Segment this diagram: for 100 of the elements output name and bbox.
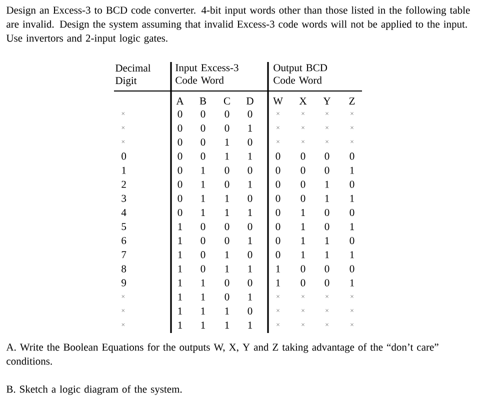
table-cell: 1: [225, 138, 229, 146]
table-cell: 0: [200, 265, 206, 272]
table-cell: 1: [225, 322, 229, 329]
table-cell: 1: [225, 308, 229, 314]
table-cell: 1: [301, 209, 305, 216]
table-cell: 0: [276, 223, 280, 230]
table-cell: 1: [325, 180, 329, 188]
table-cell: 1: [178, 322, 182, 329]
table-cell: 0: [350, 180, 354, 188]
table-cell: 8: [122, 265, 126, 272]
table-cell: 1: [248, 322, 252, 329]
table-cell: 0: [178, 180, 182, 188]
table-cell: 0: [224, 279, 230, 286]
table-cell: 0: [350, 152, 354, 160]
table-cell: 1: [350, 251, 354, 258]
table-cell: 1: [276, 279, 280, 286]
table-cell: 0: [324, 279, 330, 286]
table-cell: 0: [224, 293, 230, 300]
table-cell: 1: [301, 237, 305, 244]
table-cell: 1: [248, 152, 252, 160]
table-cell: 0: [248, 138, 252, 146]
table-cell: 1: [301, 251, 305, 258]
table-cell: 0: [324, 166, 330, 174]
table-cell: 0: [200, 251, 206, 258]
column-header: B: [200, 98, 206, 104]
table-cell: 0: [224, 180, 230, 188]
table-cell: 0: [224, 166, 230, 174]
table-cell: 1: [225, 209, 229, 216]
table-cell: 0: [248, 166, 252, 174]
table-cell: 1: [201, 293, 205, 300]
table-cell: 2: [122, 180, 126, 188]
table-cell: 0: [224, 237, 230, 244]
table-cell: 1: [248, 124, 252, 132]
table-cell: 4: [121, 209, 126, 216]
table-cell: 1: [350, 279, 354, 286]
table-cell: 1: [201, 166, 205, 174]
table-cell: 1: [325, 194, 329, 202]
table-cell: 0: [300, 166, 306, 174]
table-cell: 0: [324, 265, 330, 272]
table-cell: 0: [248, 307, 252, 315]
table-cell: 1: [178, 279, 182, 286]
table-cell: 1: [178, 251, 182, 258]
table-cell: 1: [248, 293, 252, 300]
table-cell: 0: [178, 166, 182, 174]
table-cell: 0: [300, 265, 306, 272]
table-cell: 0: [178, 152, 182, 160]
table-cell: 1: [248, 237, 252, 244]
table-cell: 0: [350, 237, 354, 244]
table-cell: 0: [276, 194, 280, 202]
table-cell: 0: [178, 194, 182, 202]
table-cell: 1: [201, 209, 205, 216]
table-cell: 0: [324, 152, 330, 160]
table-cell: 1: [325, 251, 329, 258]
table-cell: 1: [248, 209, 252, 216]
table-cell: 1: [248, 265, 252, 272]
table-cell: 0: [300, 152, 306, 160]
table-cell: 0: [300, 194, 306, 202]
table-cell: 1: [350, 194, 354, 202]
table-cell: 7: [122, 251, 126, 258]
table-cell: 0: [276, 251, 280, 258]
table-cell: 0: [248, 194, 252, 202]
table-cell: 0: [248, 279, 252, 286]
table-cell: 0: [200, 138, 206, 146]
table-cell: 1: [201, 308, 205, 314]
table-cell: 0: [324, 223, 330, 230]
table-cell: 0: [248, 110, 252, 118]
table-cell: 3: [122, 194, 126, 202]
table-cell: 0: [224, 223, 230, 230]
table-cell: 0: [122, 152, 126, 160]
table-cell: 1: [225, 265, 229, 272]
question-text: A. Write the Boolean Equations for the outputs W, X, Y and Z taking advantage of the “don’t care” conditions.: [6, 343, 438, 365]
column-header: Output BCD Code Word: [274, 64, 328, 84]
table-cell: 1: [225, 251, 229, 258]
column-header: W: [273, 98, 283, 105]
table-cell: 0: [178, 124, 182, 132]
problem-text: Design an Excess-3 to BCD code converter. 4-bit input words other than those listed in the following table are invalid. Design the system assuming that invalid Excess-3 code words will not be applied to the input. Use invertors and 2-input logic gates.: [6, 6, 470, 44]
table-cell: 5: [122, 223, 126, 230]
column-header: X: [299, 98, 307, 104]
table-cell: 1: [122, 166, 126, 174]
table-cell: 0: [276, 237, 280, 244]
table-cell: 1: [225, 152, 229, 160]
column-header: Decimal Digit: [116, 64, 151, 86]
table-cell: 1: [178, 293, 182, 300]
column-header: Input Excess-3 Code Word: [176, 64, 238, 84]
table-cell: 9: [122, 279, 126, 286]
table-cell: 1: [325, 237, 329, 244]
table-cell: 1: [225, 194, 229, 202]
table-cell: 0: [350, 208, 354, 216]
table-cell: 1: [178, 223, 182, 230]
table-cell: 0: [200, 110, 206, 118]
column-header: C: [224, 97, 230, 105]
column-header: Y: [323, 98, 331, 104]
table-cell: 0: [178, 138, 182, 146]
table-cell: 0: [248, 223, 252, 230]
table-cell: 0: [350, 265, 354, 272]
table-cell: 0: [276, 166, 280, 174]
table-cell: 1: [178, 265, 182, 272]
table-cell: 0: [224, 110, 230, 118]
table-cell: 0: [300, 279, 306, 286]
table-cell: 0: [300, 180, 306, 188]
